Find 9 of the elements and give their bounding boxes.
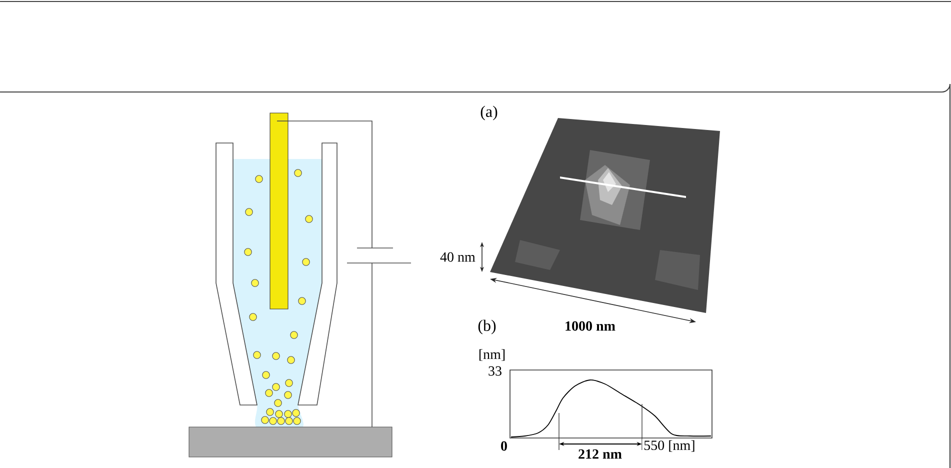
tick-label: 0 xyxy=(499,440,509,452)
dimension-label: 1000 nm xyxy=(563,320,617,332)
dimension-label: 40 nm xyxy=(438,250,477,264)
panel-label: (b) xyxy=(476,318,498,336)
panel-label: (a) xyxy=(478,104,500,122)
axis-label: [nm] xyxy=(477,348,507,362)
dimension-label: 212 nm xyxy=(576,448,624,460)
tick-label: 33 xyxy=(486,364,504,378)
tick-label: 550 [nm] xyxy=(642,438,697,454)
